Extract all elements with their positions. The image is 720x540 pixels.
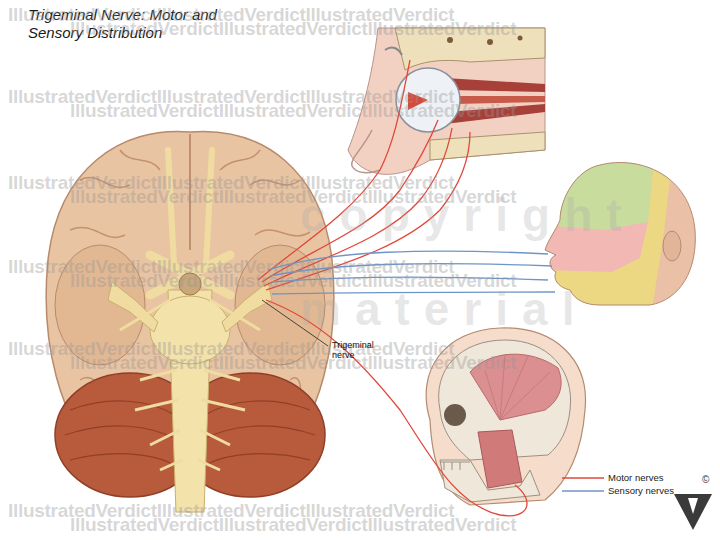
masseter-muscle bbox=[478, 430, 522, 488]
legend-text: Motor nerves bbox=[608, 472, 663, 484]
orbit bbox=[444, 404, 466, 426]
copyright-symbol: © bbox=[702, 474, 709, 485]
logo-mark bbox=[688, 498, 698, 514]
legend-sample-motor bbox=[562, 477, 604, 479]
watermark-large: copyright bbox=[300, 188, 636, 242]
watermark: IllustratedVerdictIllustratedVerdictIllu… bbox=[70, 100, 516, 122]
eyebrow bbox=[385, 48, 402, 55]
legend-sample-sensory bbox=[562, 490, 604, 492]
bone-cell bbox=[487, 39, 493, 45]
watermark-large: material bbox=[300, 282, 588, 336]
bone-cell bbox=[518, 36, 523, 41]
olfactory-tract bbox=[168, 150, 212, 265]
watermark: IllustratedVerdictIllustratedVerdictIllu… bbox=[70, 514, 516, 536]
cranial-nerves bbox=[120, 300, 260, 470]
watermark: IllustratedVerdictIllustratedVerdictIllu… bbox=[70, 18, 516, 40]
teeth bbox=[440, 462, 470, 470]
nose bbox=[352, 130, 380, 173]
legend-text: Sensory nerves bbox=[608, 485, 674, 497]
part-label: Trigeminal nerve bbox=[332, 340, 384, 360]
ear bbox=[663, 231, 681, 261]
logo bbox=[674, 494, 712, 530]
watermark: IllustratedVerdictIllustratedVerdictIllu… bbox=[70, 352, 516, 374]
